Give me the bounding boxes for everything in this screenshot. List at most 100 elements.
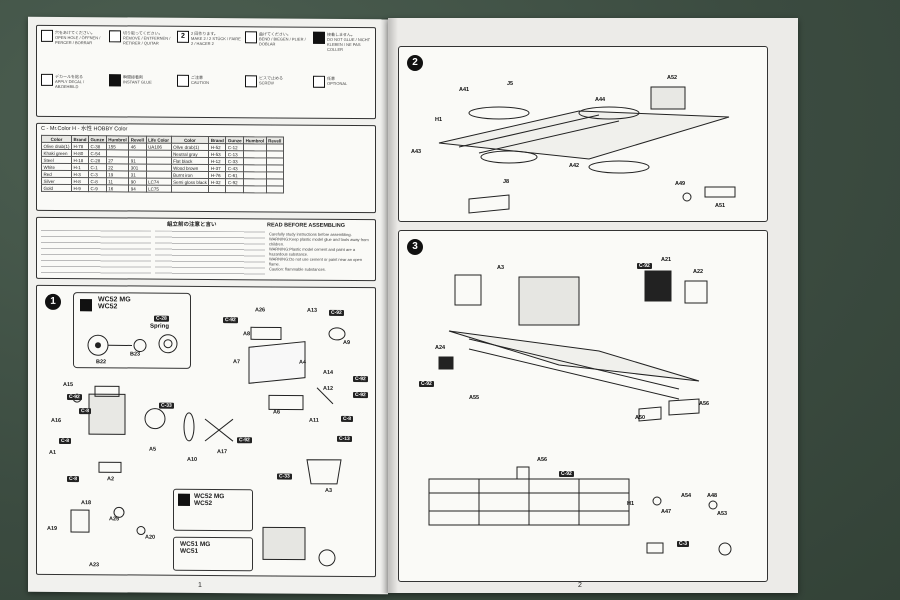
symbol-sub: SCREW (259, 80, 274, 86)
part-label: A50 (635, 415, 646, 421)
cut-icon (109, 30, 121, 43)
note-line: Caution: flammable substances. (269, 266, 326, 272)
color-code: C-13 (337, 435, 352, 443)
symbol-sub: BEND / BIEGEN / PLIER / DOBLAR (259, 36, 306, 47)
variant-label: WC51 (180, 547, 199, 555)
screw-icon (245, 75, 257, 88)
step-3-drawing (428, 270, 732, 556)
color-code: C-3 (677, 541, 690, 547)
part-label: A3 (325, 487, 333, 494)
part-label: A53 (717, 511, 728, 517)
symbol-sub: CAUTION (191, 79, 209, 86)
part-label: A7 (233, 359, 241, 366)
part-label: A44 (595, 97, 606, 103)
booklet-gutter (380, 18, 398, 593)
part-label: A55 (469, 395, 480, 401)
note-line: WARNING:Do not use cement or paint near … (269, 256, 363, 267)
color-code: C-92 (237, 437, 252, 444)
part-label: J8 (503, 179, 510, 185)
part-label: H1 (435, 117, 443, 123)
part-label: A26 (255, 307, 266, 314)
step-3-number: 3 (407, 239, 423, 255)
part-label: A48 (707, 493, 718, 499)
color-code: C-8 (79, 408, 92, 415)
part-label: H1 (627, 501, 635, 507)
page-left: 穴をあけてください。 OPEN HOLE / ÖFFNEN / PERCER /… (28, 16, 388, 595)
part-label: A52 (667, 75, 678, 81)
part-label: A5 (149, 446, 157, 453)
variant-label: WC52 (194, 499, 213, 507)
instruction-booklet: 穴をあけてください。 OPEN HOLE / ÖFFNEN / PERCER /… (28, 16, 798, 598)
step-1-drawing (70, 326, 346, 567)
part-label: A19 (47, 525, 58, 532)
notes-jp-text-2 (155, 230, 265, 278)
table-cell: LC75 (146, 185, 172, 193)
part-label: A56 (537, 457, 548, 463)
part-label: A23 (89, 562, 100, 569)
symbol-sub: OPTIONAL (327, 80, 348, 86)
caution-icon (177, 74, 189, 87)
symbol-sub: APPLY DECAL / ABZIEHBILD (55, 78, 85, 90)
part-label: A12 (323, 385, 334, 392)
part-label: A10 (187, 456, 198, 463)
part-label: A18 (81, 500, 92, 507)
part-label: A21 (661, 257, 672, 263)
part-label: A16 (51, 417, 62, 424)
step-2-drawing (438, 86, 736, 214)
part-label: A22 (693, 269, 704, 275)
notes-jp-title: 組立前の注意と言い (167, 221, 217, 229)
table-cell (225, 185, 244, 193)
table-cell (266, 185, 284, 194)
color-code: C-92 (329, 309, 344, 316)
make-two-icon: 2 (177, 30, 189, 43)
part-label: A54 (681, 493, 692, 499)
table-cell: H-9 (71, 184, 89, 192)
color-code: C-33 (159, 402, 174, 409)
part-label: A4 (299, 359, 307, 366)
variant-box-3: WC51 MG WC51 (173, 536, 253, 572)
part-label: A49 (675, 181, 686, 187)
color-code: C-92 (637, 263, 652, 269)
symbol-sub: INSTANT GLUE (123, 79, 152, 85)
table-cell: 16 (106, 184, 129, 192)
table-cell: Gold (41, 184, 72, 192)
color-code: C-92 (223, 317, 238, 324)
no-glue-icon (313, 31, 325, 44)
bend-icon (245, 31, 257, 44)
wheel-sketch (87, 334, 178, 356)
color-table-title: C - Mr.Color H - 水性 HOBBY Color (41, 125, 128, 133)
page-right: 2 A41 J5 A52 H1 A44 A43 A42 J8 A4 (388, 18, 798, 593)
variant-box-1: WC52 MG WC52 C-28 Spring B22 B23 (73, 292, 191, 369)
part-label: A15 (63, 381, 74, 389)
color-code: C-8 (67, 476, 80, 483)
color-table-box: C - Mr.Color H - 水性 HOBBY Color Color Br… (36, 122, 376, 214)
part-label: A25 (109, 516, 120, 523)
symbol-sub: OPEN HOLE / ÖFFNEN / PERCER / BORRAR (55, 34, 101, 46)
part-label: A13 (307, 307, 318, 314)
color-table: Color Brand Gunze Humbrol Revell Life Co… (41, 135, 284, 194)
page-number-left: 1 (198, 581, 202, 589)
color-code: C-92 (67, 394, 82, 401)
part-label: A56 (699, 401, 710, 407)
color-code: C-8 (341, 415, 354, 423)
notes-jp-text (41, 229, 151, 277)
symbol-sub: REMOVE / ENTFERNEN / RETIRER / QUITAR (123, 35, 171, 46)
note-line: WARNING:Plastic model cement and paint a… (269, 246, 356, 257)
table-cell (171, 185, 209, 193)
color-code: C-92 (559, 471, 574, 477)
step-1-box: 1 WC52 MG WC52 C-28 Spring B22 (36, 284, 376, 578)
glue-icon (109, 74, 121, 87)
part-label: A24 (435, 345, 446, 351)
color-code: C-33 (277, 473, 292, 480)
part-label: A51 (715, 203, 726, 209)
decal-icon (41, 73, 53, 86)
color-code: C-92 (353, 392, 368, 399)
part-label: A1 (49, 449, 57, 456)
variant-box-2: WC52 MG WC52 (173, 488, 253, 532)
notes-en-lines: Carefully study instructions before asse… (269, 231, 373, 272)
part-label: A3 (497, 265, 505, 271)
table-cell: C-9 (88, 184, 107, 192)
part-label: A42 (569, 163, 580, 169)
part-label: A41 (459, 87, 470, 93)
